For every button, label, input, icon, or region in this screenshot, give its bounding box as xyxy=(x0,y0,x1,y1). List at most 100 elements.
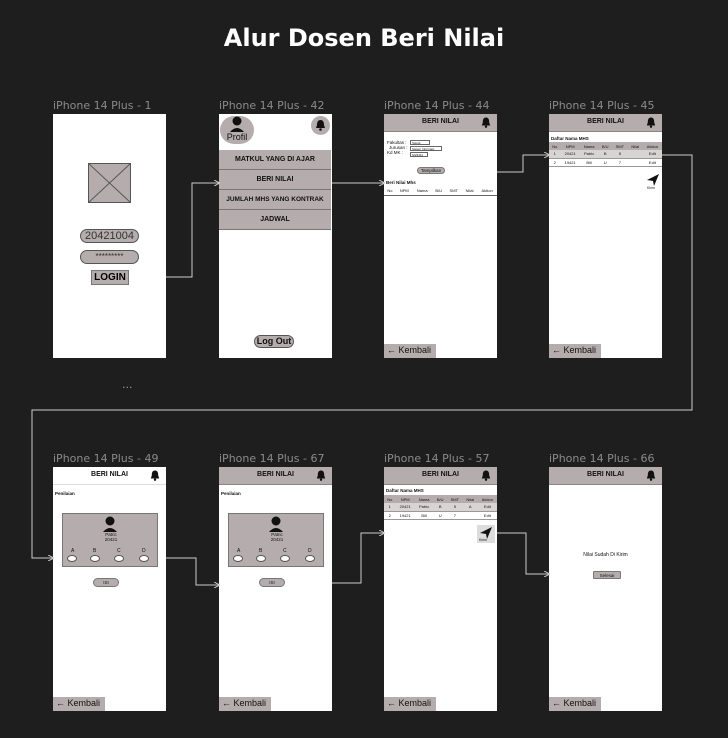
option-radio-a[interactable] xyxy=(233,555,243,562)
isi-button[interactable]: ISI xyxy=(259,578,285,587)
table-cell: 19421 xyxy=(564,159,576,165)
success-message: Nilai Sudah Di Kirim xyxy=(583,552,628,558)
option-radio-c[interactable] xyxy=(280,555,290,562)
user-icon xyxy=(103,516,117,532)
login-button[interactable]: LOGIN xyxy=(91,270,129,285)
back-label: Kembali xyxy=(233,698,267,708)
table-cell: 5 xyxy=(453,504,456,510)
app-header: BERI NILAI xyxy=(549,467,662,485)
column-header: Aktion xyxy=(481,496,493,502)
kdmk-field[interactable]: SI23411 xyxy=(410,152,428,157)
password-field[interactable]: ********* xyxy=(80,250,139,264)
column-header: B/U xyxy=(436,496,444,502)
bell-icon[interactable] xyxy=(646,470,656,481)
edit-action[interactable]: Edit xyxy=(483,504,491,510)
column-header: SMT xyxy=(449,188,458,194)
frame-penilaian-2: BERI NILAI Penilaian Patric 20421 A B C … xyxy=(219,467,332,711)
penilaian-title: Penilaian xyxy=(55,491,75,496)
table-cell: A xyxy=(468,504,472,510)
student-card: Patric 20421 A B C D xyxy=(228,513,324,567)
student-npm: 20421 xyxy=(104,537,118,542)
bell-icon[interactable] xyxy=(646,117,656,128)
back-button[interactable]: ← Kembali xyxy=(549,344,601,358)
bell-button[interactable] xyxy=(311,116,330,135)
jurusan-field[interactable]: Sistem Informasi xyxy=(410,146,442,151)
jurusan-label: Jurusan : xyxy=(389,145,408,150)
option-radio-b[interactable] xyxy=(90,555,100,562)
table-cell: B xyxy=(438,504,442,510)
table-cell: 1 xyxy=(388,504,391,510)
edit-action[interactable]: Edit xyxy=(648,159,656,165)
table-cell: Bill xyxy=(586,159,592,165)
selesai-button[interactable]: Selesai xyxy=(593,571,621,579)
option-label-c: C xyxy=(283,548,287,554)
student-card: Patric 20421 A B C D xyxy=(62,513,158,567)
frame-label-57: iPhone 14 Plus - 57 xyxy=(384,452,490,465)
username-field[interactable]: 20421004 xyxy=(80,229,139,243)
back-label: Kembali xyxy=(67,698,101,708)
back-label: Kembali xyxy=(398,698,432,708)
tampilkan-button[interactable]: Tampilkan xyxy=(417,167,445,174)
option-label-b: B xyxy=(93,548,97,554)
option-radio-c[interactable] xyxy=(114,555,124,562)
bell-icon[interactable] xyxy=(481,470,491,481)
column-header: No xyxy=(387,188,393,194)
column-header: Nilai xyxy=(631,143,640,149)
frame-label-66: iPhone 14 Plus - 66 xyxy=(549,452,655,465)
send-button[interactable]: Kirim xyxy=(477,525,495,543)
bell-icon[interactable] xyxy=(481,117,491,128)
table-cell: Patric xyxy=(583,151,595,157)
arrow-left-icon: ← xyxy=(552,345,561,355)
menu-item-beri-nilai[interactable]: BERI NILAI xyxy=(219,170,331,190)
kdmk-label: Kd MK : xyxy=(387,150,404,155)
table-cell: 7 xyxy=(453,512,456,518)
back-button[interactable]: ← Kembali xyxy=(384,697,436,711)
back-button[interactable]: ← Kembali xyxy=(219,697,271,711)
option-radio-d[interactable] xyxy=(139,555,149,562)
bell-icon[interactable] xyxy=(150,470,160,481)
table-cell: Patric xyxy=(418,504,430,510)
arrow-left-icon: ← xyxy=(222,698,231,708)
back-button[interactable]: ← Kembali xyxy=(53,697,105,711)
logout-button[interactable]: Log Out xyxy=(254,335,294,348)
bell-icon[interactable] xyxy=(316,470,326,481)
option-radio-b[interactable] xyxy=(256,555,266,562)
column-header: Nama xyxy=(583,143,595,149)
back-label: Kembali xyxy=(563,345,597,355)
table-cell: 19421 xyxy=(399,512,411,518)
table-cell: U xyxy=(603,159,607,165)
table-cell: 2 xyxy=(388,512,391,518)
column-header: No xyxy=(552,143,558,149)
menu-item-jadwal[interactable]: JADWAL xyxy=(219,210,331,230)
column-header: Nama xyxy=(418,496,430,502)
menu-item-jumlah-mhs[interactable]: JUMLAH MHS YANG KONTRAK xyxy=(219,190,331,210)
arrow-login-to-menu xyxy=(166,183,219,278)
edit-action[interactable]: Edit xyxy=(648,151,656,157)
option-radio-d[interactable] xyxy=(305,555,315,562)
back-button[interactable]: ← Kembali xyxy=(549,697,601,711)
profile-avatar[interactable]: Profil xyxy=(220,116,254,144)
back-button[interactable]: ← Kembali xyxy=(384,344,436,358)
fakultas-field[interactable]: Teknik xyxy=(410,140,430,145)
edit-action[interactable]: Edit xyxy=(483,512,491,518)
option-radio-a[interactable] xyxy=(67,555,77,562)
student-name: Patric xyxy=(105,532,117,537)
menu-item-matkul[interactable]: MATKUL YANG DI AJAR xyxy=(219,150,331,170)
table-cell: U xyxy=(438,512,442,518)
column-header: No xyxy=(387,496,393,502)
header-title: BERI NILAI xyxy=(587,118,624,125)
header-title: BERI NILAI xyxy=(587,471,624,478)
column-header: B/U xyxy=(435,188,443,194)
column-header: Nilai xyxy=(466,496,475,502)
table-cell: 20421 xyxy=(399,504,411,510)
student-name: Patric xyxy=(271,532,283,537)
app-header: BERI NILAI xyxy=(549,114,662,132)
send-icon[interactable] xyxy=(646,173,660,187)
isi-button[interactable]: ISI xyxy=(93,578,119,587)
frame-label-42: iPhone 14 Plus - 42 xyxy=(219,99,325,112)
